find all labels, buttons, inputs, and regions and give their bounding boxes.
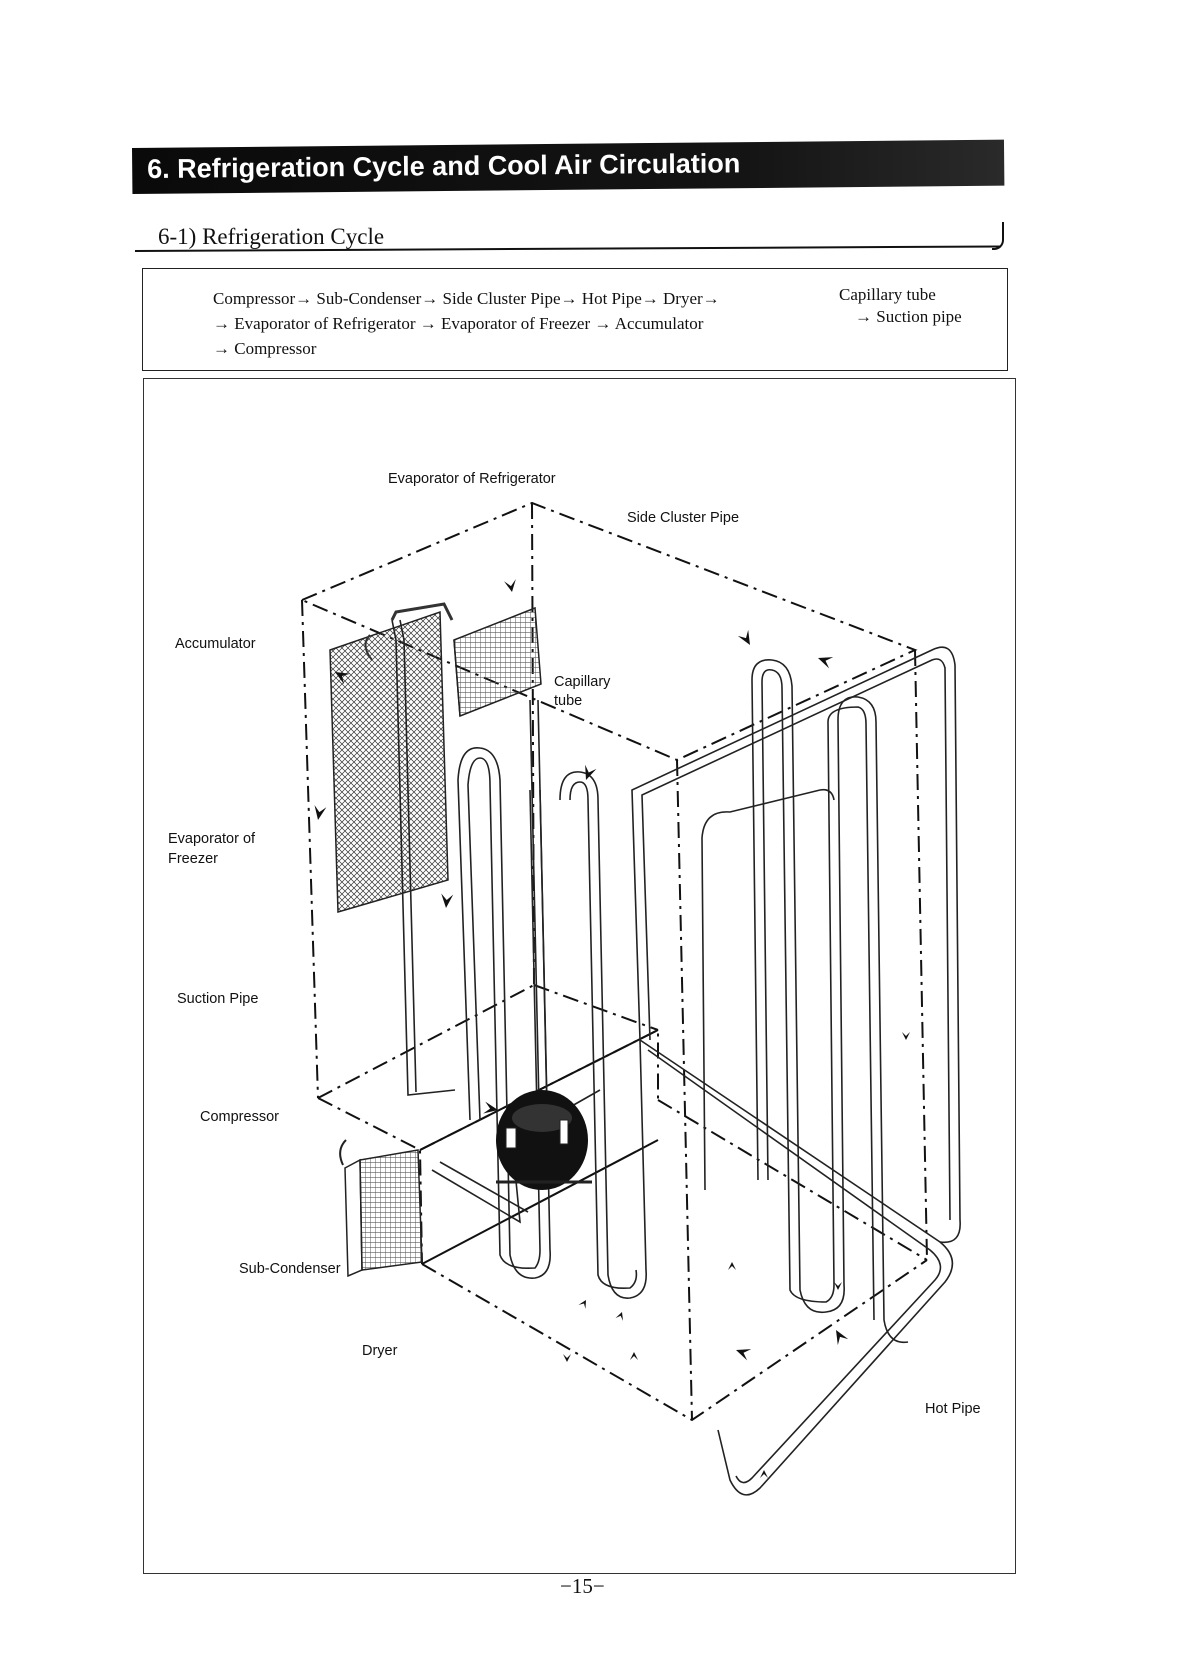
label-sub-condenser: Sub-Condenser: [239, 1261, 341, 1277]
cycle-line-2-end: → Suction pipe: [855, 307, 962, 326]
freezer-evaporator: [329, 602, 454, 913]
cycle-line-1-end: Capillary tube: [839, 285, 936, 304]
cycle-line-1: Compressor→ Sub-Condenser→ Side Cluster …: [213, 289, 720, 308]
compressor: [496, 1090, 592, 1190]
label-side-cluster-pipe: Side Cluster Pipe: [627, 510, 740, 526]
label-suction-pipe: Suction Pipe: [177, 991, 259, 1007]
label-compressor: Compressor: [200, 1109, 279, 1125]
subsection-title: 6-1) Refrigeration Cycle: [158, 224, 385, 249]
label-capillary-tube-line1: Capillary: [554, 674, 611, 690]
label-accumulator: Accumulator: [175, 636, 256, 652]
cycle-line-2: → Evaporator of Refrigerator → Evaporato…: [213, 314, 704, 333]
refrigerator-evaporator: [453, 606, 542, 718]
label-capillary-tube-line2: tube: [554, 693, 583, 709]
flow-arrows: [314, 579, 910, 1478]
label-evaporator-of-freezer-line2: Freezer: [168, 851, 218, 867]
sub-condenser: [339, 1139, 423, 1278]
cycle-line-3: → Compressor: [213, 339, 317, 358]
subsection-underline-hook: [992, 222, 1004, 250]
pipe-network: [391, 619, 961, 1496]
label-dryer: Dryer: [362, 1343, 398, 1359]
page-number: −15−: [560, 1574, 605, 1598]
label-hot-pipe: Hot Pipe: [925, 1401, 981, 1417]
label-evaporator-of-freezer-line1: Evaporator of: [168, 831, 256, 847]
refrigeration-cycle-sequence-box: Compressor→ Sub-Condenser→ Side Cluster …: [142, 268, 1008, 371]
label-evaporator-of-refrigerator: Evaporator of Refrigerator: [388, 471, 556, 487]
diagram-frame: [143, 378, 1016, 1574]
